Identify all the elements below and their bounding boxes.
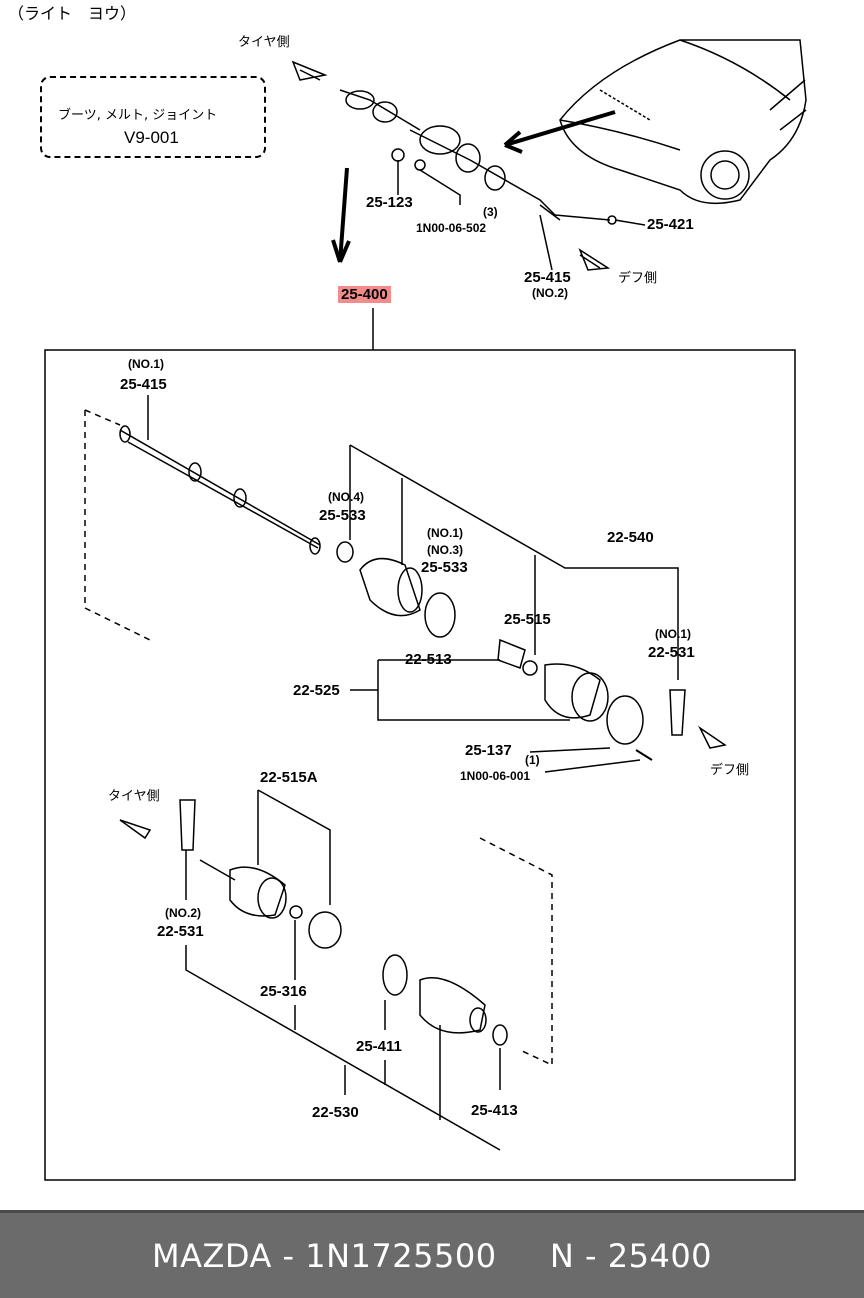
- lower-boot: [382, 954, 508, 1046]
- tire-side-arrow-top: [291, 60, 328, 81]
- part-25-411: 25-411: [356, 1038, 402, 1055]
- pin-22-531-b: [179, 799, 196, 851]
- car-illustration: [559, 39, 807, 205]
- down-arrow: [338, 167, 349, 263]
- boot-group: [336, 541, 456, 638]
- part-22-525: 22-525: [293, 682, 340, 699]
- footer-text: MAZDA - 1N1725500 N - 25400: [151, 1237, 713, 1275]
- shaft-25-415: [119, 425, 321, 555]
- part-25-137: 25-137: [465, 742, 512, 759]
- part-22-515a: 22-515A: [260, 769, 318, 786]
- part-1n00-06-502: 1N00-06-502: [416, 221, 487, 235]
- tire-side-label-top: タイヤ側: [238, 35, 290, 50]
- part-22-531-a-no: (NO.1): [655, 627, 691, 641]
- part-25-533-b: 25-533: [421, 559, 468, 576]
- part-25-533-b-no3: (NO.3): [427, 543, 463, 557]
- part-25-415-top: 25-415: [524, 269, 571, 286]
- part-1n00-06-502-qty: (3): [483, 205, 498, 219]
- parts-diagram: [44, 39, 807, 1181]
- part-22-531-b-no: (NO.2): [165, 906, 201, 920]
- footer-bar: MAZDA - 1N1725500 N - 25400: [0, 1210, 864, 1298]
- part-22-530: 22-530: [312, 1104, 359, 1121]
- part-25-123: 25-123: [366, 194, 413, 211]
- pin-22-531-a: [669, 689, 686, 736]
- part-25-415-no: (NO.1): [128, 357, 164, 371]
- note-line1: ブーツ, メルト, ジョイント: [58, 108, 218, 123]
- tire-side-label-bottom: タイヤ側: [108, 789, 160, 804]
- part-25-400: 25-400: [338, 286, 391, 303]
- part-25-421: 25-421: [647, 216, 694, 233]
- part-25-515: 25-515: [504, 611, 551, 628]
- note-box: ブーツ, メルト, ジョイント V9-001: [40, 76, 266, 158]
- tripod-joint: [497, 638, 644, 745]
- exploded-view-frame: [44, 349, 796, 1181]
- note-line2: V9-001: [124, 128, 179, 147]
- diff-side-label-mid: デフ側: [710, 763, 750, 778]
- part-25-533-b-no1: (NO.1): [427, 526, 463, 540]
- outer-joint: [199, 859, 342, 949]
- side-label: （ライト ヨウ）: [8, 4, 137, 23]
- part-25-413: 25-413: [471, 1102, 518, 1119]
- part-25-415-top-no: (NO.2): [532, 286, 568, 300]
- diff-side-label-top: デフ側: [618, 271, 658, 286]
- part-25-415: 25-415: [120, 376, 167, 393]
- part-25-533-a-no: (NO.4): [328, 490, 364, 504]
- car-arrow: [504, 110, 616, 147]
- part-1n00-06-001-qty: (1): [525, 753, 540, 767]
- part-22-540: 22-540: [607, 529, 654, 546]
- diff-side-arrow-top: [578, 248, 611, 271]
- part-22-531-b: 22-531: [157, 923, 204, 940]
- part-25-316: 25-316: [260, 983, 307, 1000]
- part-22-531-a: 22-531: [648, 644, 695, 661]
- part-25-533-a: 25-533: [319, 507, 366, 524]
- part-22-513: 22-513: [405, 651, 452, 668]
- part-1n00-06-001: 1N00-06-001: [460, 769, 531, 783]
